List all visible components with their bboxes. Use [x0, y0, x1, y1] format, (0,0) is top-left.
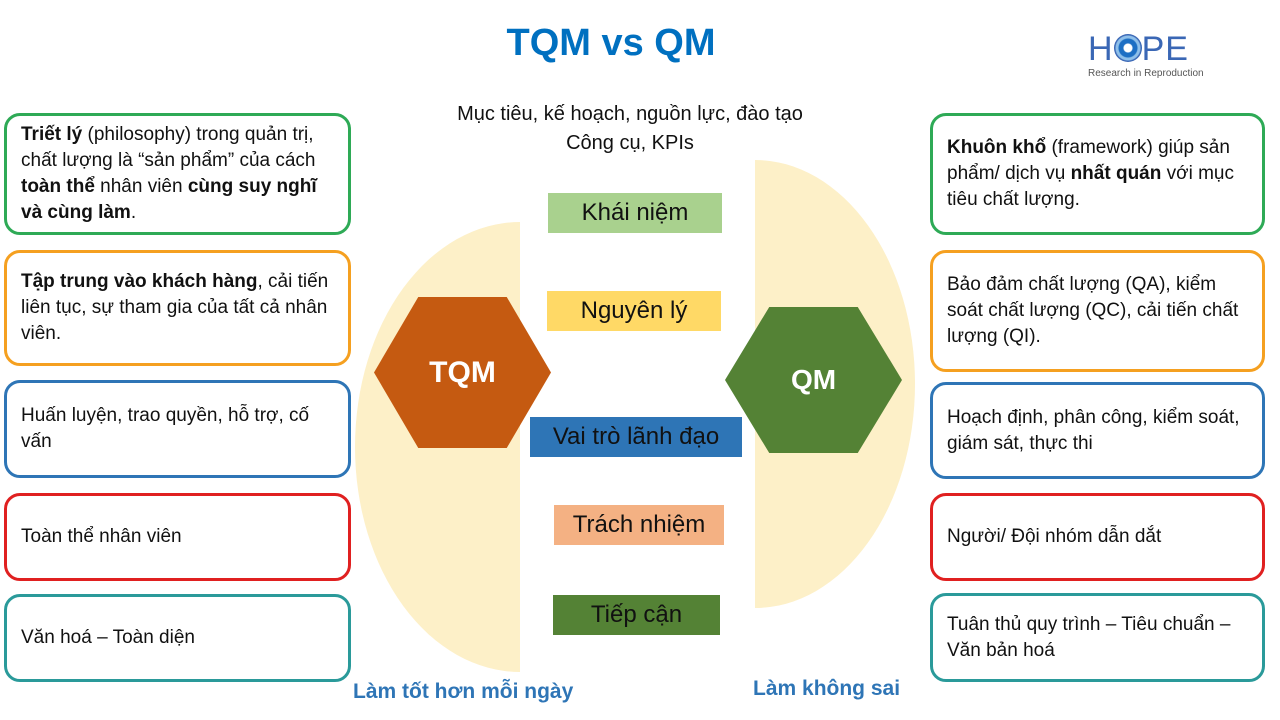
label-nguyen-ly: Nguyên lý — [547, 291, 721, 331]
text: (philosophy) trong quản trị, chất lượng … — [21, 124, 316, 171]
right-box-5: Tuân thủ quy trình – Tiêu chuẩn – Văn bả… — [930, 593, 1265, 682]
bold-text: Tập trung vào khách hàng — [21, 271, 258, 292]
hope-logo: H PE Research in Reproduction — [1088, 32, 1208, 79]
box-text: Người/ Đội nhóm dẫn dắt — [947, 524, 1161, 550]
tqm-label: TQM — [429, 355, 496, 389]
text: , cải tiến liên tục, sự tham gia của tất… — [21, 271, 329, 344]
logo-text: H — [1088, 30, 1114, 68]
box-text: Tuân thủ quy trình – Tiêu chuẩn – Văn bả… — [947, 612, 1248, 664]
box-text: Bảo đảm chất lượng (QA), kiểm soát chất … — [947, 272, 1248, 350]
left-box-2: Tập trung vào khách hàng, cải tiến liên … — [4, 250, 351, 366]
bold-text: cùng suy nghĩ và cùng làm — [21, 176, 317, 223]
right-box-2: Bảo đảm chất lượng (QA), kiểm soát chất … — [930, 250, 1265, 372]
left-box-3: Huấn luyện, trao quyền, hỗ trợ, cố vấn — [4, 380, 351, 478]
text: Hoạch định, phân công, kiểm soát, giám s… — [947, 406, 1240, 454]
label-trach-nhiem: Trách nhiệm — [554, 505, 724, 545]
text: Huấn luyện, trao quyền, hỗ trợ, cố vấn — [21, 405, 310, 452]
text: với mục tiêu chất lượng. — [947, 163, 1234, 210]
left-box-5: Văn hoá – Toàn diện — [4, 594, 351, 682]
box-text: Văn hoá – Toàn diện — [21, 625, 195, 651]
bold-text: nhất quán — [1070, 163, 1162, 184]
label-khai-niem: Khái niệm — [548, 193, 722, 233]
text: Bảo đảm chất lượng (QA), kiểm soát chất … — [947, 274, 1239, 347]
bold-text: toàn thể — [21, 176, 95, 197]
label-tiep-can: Tiếp cận — [553, 595, 720, 635]
text: Toàn thể nhân viên — [21, 526, 182, 547]
qm-label: QM — [790, 364, 837, 395]
logo-text: PE — [1141, 30, 1189, 68]
text: nhân viên — [94, 176, 188, 197]
right-box-4: Người/ Đội nhóm dẫn dắt — [930, 493, 1265, 581]
text: Người/ Đội nhóm dẫn dắt — [947, 526, 1162, 547]
bold-text: Khuôn khổ — [947, 137, 1047, 158]
footer-right: Làm không sai — [753, 677, 901, 700]
box-text: Tập trung vào khách hàng, cải tiến liên … — [21, 269, 334, 347]
subtitle-line: Mục tiêu, kế hoạch, nguồn lực, đào tạo — [457, 103, 803, 125]
subtitle: Mục tiêu, kế hoạch, nguồn lực, đào tạo C… — [380, 100, 880, 158]
box-text: Toàn thể nhân viên — [21, 524, 182, 550]
left-box-4: Toàn thể nhân viên — [4, 493, 351, 581]
text: Văn hoá – Toàn diện — [21, 627, 195, 648]
box-text: Khuôn khổ (framework) giúp sản phẩm/ dịc… — [947, 135, 1248, 213]
box-text: Triết lý (philosophy) trong quản trị, ch… — [21, 122, 334, 226]
text: (framework) giúp sản phẩm/ dịch vụ — [947, 137, 1230, 184]
subtitle-line: Công cụ, KPIs — [566, 132, 694, 154]
label-vai-tro: Vai trò lãnh đạo — [530, 417, 742, 457]
text: . — [130, 202, 137, 223]
qm-hexagon: QM — [725, 307, 902, 453]
box-text: Hoạch định, phân công, kiểm soát, giám s… — [947, 405, 1248, 457]
logo-tagline: Research in Reproduction — [1088, 68, 1204, 79]
right-box-3: Hoạch định, phân công, kiểm soát, giám s… — [930, 382, 1265, 479]
right-box-1: Khuôn khổ (framework) giúp sản phẩm/ dịc… — [930, 113, 1265, 235]
bold-text: Triết lý — [21, 124, 83, 145]
left-box-1: Triết lý (philosophy) trong quản trị, ch… — [4, 113, 351, 235]
text: Tuân thủ quy trình – Tiêu chuẩn – Văn bả… — [947, 613, 1231, 661]
footer-left: Làm tốt hơn mỗi ngày — [353, 680, 574, 703]
eye-icon — [1113, 34, 1142, 62]
page-title: TQM vs QM — [506, 22, 716, 64]
box-text: Huấn luyện, trao quyền, hỗ trợ, cố vấn — [21, 403, 334, 455]
